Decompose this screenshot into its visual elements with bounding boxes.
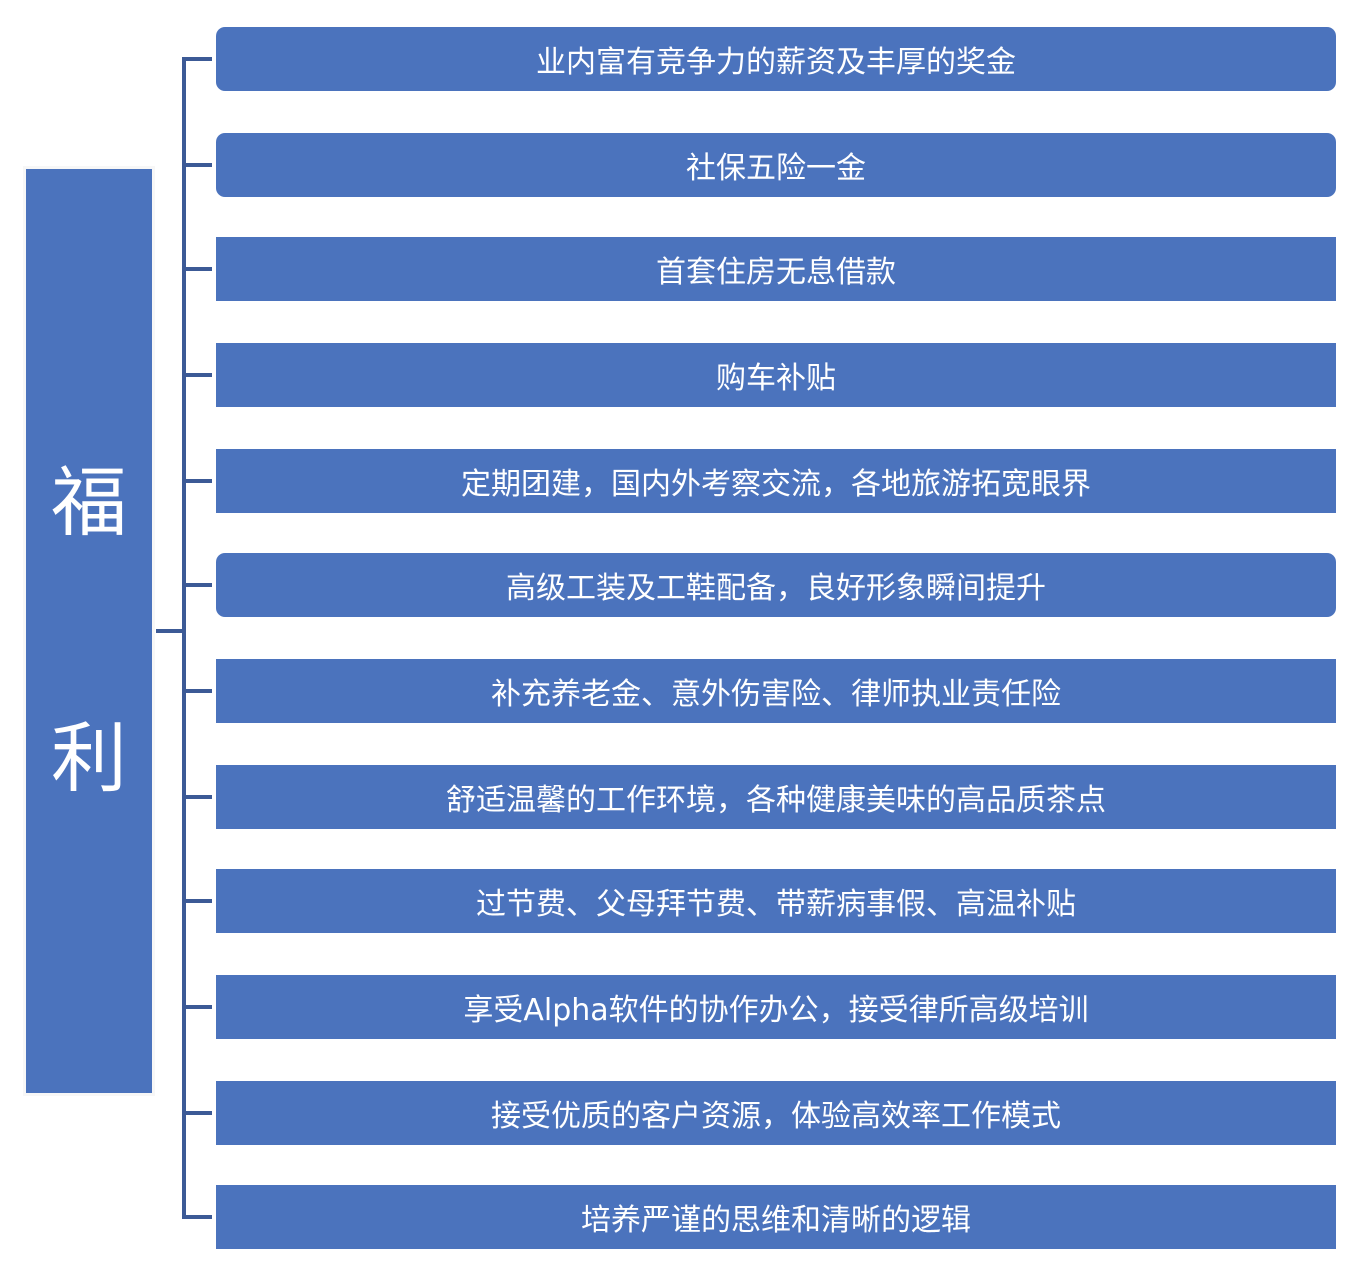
root-char-2: 利 <box>51 714 127 803</box>
connector-branch <box>184 689 212 693</box>
benefit-item: 过节费、父母拜节费、带薪病事假、高温补贴 <box>216 869 1336 933</box>
benefit-item: 补充养老金、意外伤害险、律师执业责任险 <box>216 659 1336 723</box>
benefit-item: 高级工装及工鞋配备，良好形象瞬间提升 <box>216 553 1336 617</box>
benefit-item: 购车补贴 <box>216 343 1336 407</box>
benefit-item: 首套住房无息借款 <box>216 237 1336 301</box>
connector-branch <box>184 479 212 483</box>
root-char-1: 福 <box>51 458 127 547</box>
connector-branch <box>184 1005 212 1009</box>
benefit-item: 享受Alpha软件的协作办公，接受律所高级培训 <box>216 975 1336 1039</box>
connector-root-stub <box>156 629 184 633</box>
connector-branch <box>184 267 212 271</box>
connector-branch <box>184 57 212 61</box>
benefit-item: 业内富有竞争力的薪资及丰厚的奖金 <box>216 27 1336 91</box>
benefit-item: 定期团建，国内外考察交流，各地旅游拓宽眼界 <box>216 449 1336 513</box>
connector-branch <box>184 795 212 799</box>
benefit-item: 培养严谨的思维和清晰的逻辑 <box>216 1185 1336 1249</box>
connector-branch <box>184 1215 212 1219</box>
connector-branch <box>184 583 212 587</box>
benefit-item: 接受优质的客户资源，体验高效率工作模式 <box>216 1081 1336 1145</box>
connector-branch <box>184 899 212 903</box>
benefit-item: 舒适温馨的工作环境，各种健康美味的高品质茶点 <box>216 765 1336 829</box>
connector-branch <box>184 163 212 167</box>
root-node-benefits: 福 利 <box>26 169 152 1093</box>
connector-branch <box>184 373 212 377</box>
connector-trunk <box>182 57 186 1219</box>
benefit-item: 社保五险一金 <box>216 133 1336 197</box>
connector-branch <box>184 1111 212 1115</box>
